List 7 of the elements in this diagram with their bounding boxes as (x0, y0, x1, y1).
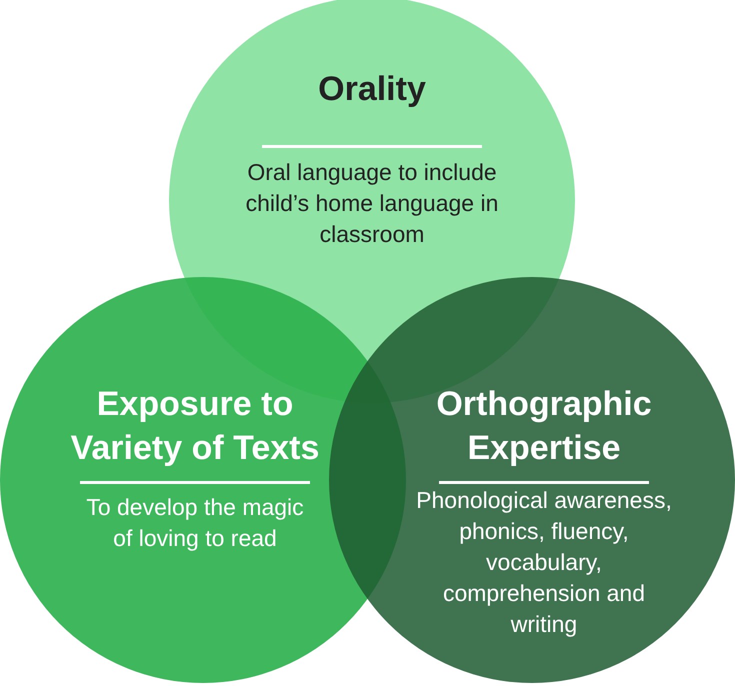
circle-heading: Exposure to Variety of Texts (70, 384, 320, 469)
circle-description: Oral language to include child’s home language in classroom (244, 158, 500, 249)
circle-heading: Orthographic Expertise (435, 384, 653, 469)
circle-description: To develop the magic of loving to read (85, 493, 305, 553)
circle-description: Phonological awareness, phonics, fluency, vocabulary, comprehension and writing (415, 486, 673, 639)
venn-circle (329, 277, 735, 683)
circle-heading: Orality (317, 69, 427, 110)
